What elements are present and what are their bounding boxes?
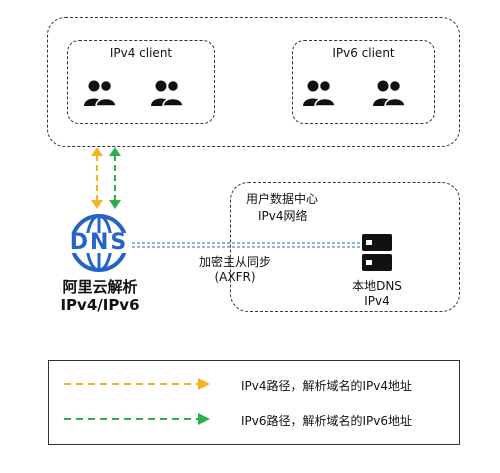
users-icon [303,79,336,107]
sync-connection-line [132,242,364,248]
clients-container [47,17,460,147]
local-dns-protocol: IPv4 [364,294,390,308]
legend-ipv4-label: IPv4路径，解析域名的IPv4地址 [241,379,413,393]
sync-protocol: (AXFR) [214,270,256,284]
sync-label: 加密主从同步 [198,255,271,269]
ipv6-bidirectional-arrow [109,147,121,209]
dns-globe-icon [68,214,130,272]
ipv6-client-label: IPv6 client [332,46,395,60]
legend-ipv4-arrow [64,378,210,390]
alidns-protocols: IPv4/IPv6 [60,296,140,314]
datacenter-network: IPv4网络 [258,209,308,223]
users-icon [373,79,406,107]
ipv4-client-label: IPv4 client [109,46,173,60]
dns-logo-text: DNS [69,230,129,255]
users-icon [151,79,184,107]
ipv6-client-group [292,40,435,124]
ipv4-bidirectional-arrow [91,147,103,209]
ipv4-client-group [67,40,215,124]
datacenter-container [230,182,460,312]
datacenter-title: 用户数据中心 [246,192,319,206]
alidns-name: 阿里云解析 [62,278,138,296]
legend-ipv6-label: IPv6路径，解析域名的IPv6地址 [241,414,413,428]
server-icon [362,234,392,271]
legend-ipv6-arrow [64,413,210,425]
users-icon [84,79,117,107]
local-dns-label: 本地DNS [352,279,402,293]
legend [48,360,460,445]
